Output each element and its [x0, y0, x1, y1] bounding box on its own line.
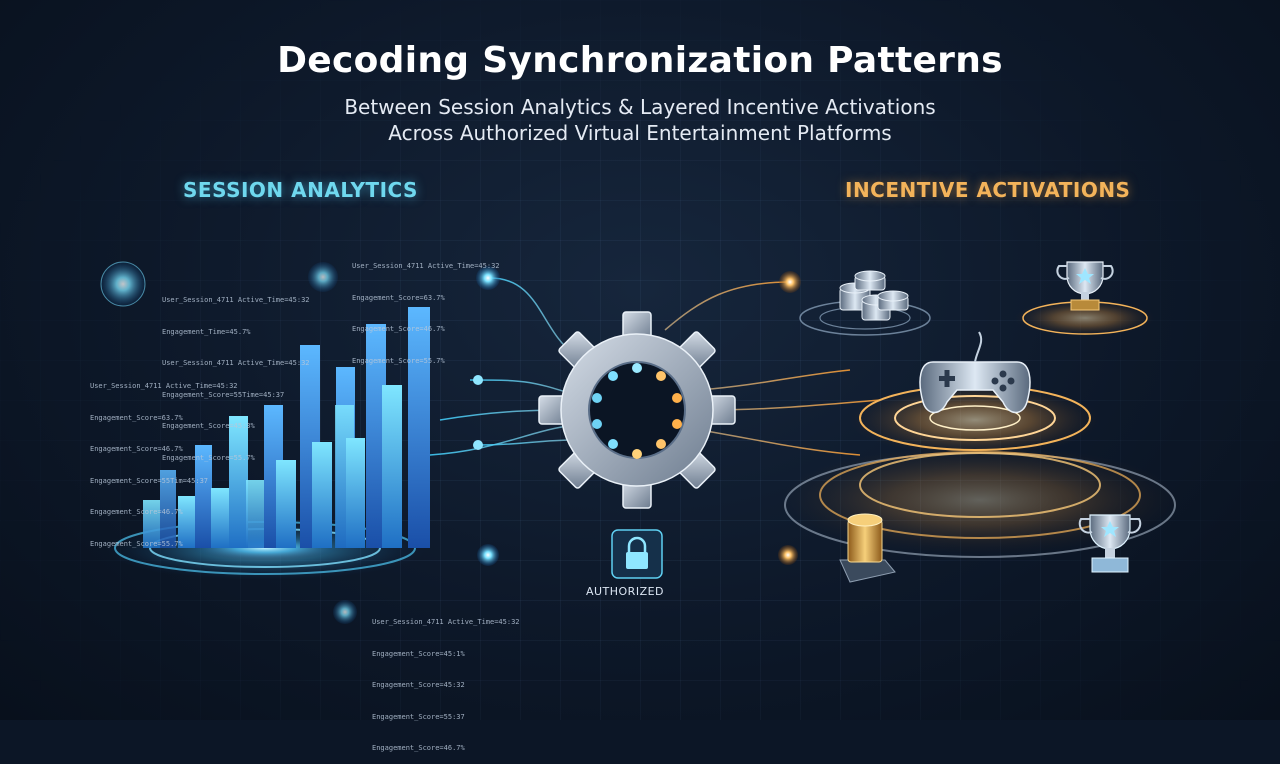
- log-line: User_Session_4711 Active_Time=45:32: [352, 262, 500, 270]
- log-line: Engagement_Score=63.7%: [90, 413, 183, 422]
- log-line: Engagement_Score=55Time=45:37: [162, 390, 285, 399]
- incentive-activations-heading: INCENTIVE ACTIVATIONS: [845, 178, 1131, 202]
- log-block-c: User_Session_4711 Active_Time=45:32 Enga…: [90, 360, 238, 560]
- log-block-a: User_Session_4711 Active_Time=45:32 Enga…: [352, 240, 500, 377]
- page-title: Decoding Synchronization Patterns: [277, 40, 1003, 81]
- analytics-flow-nodes: [473, 266, 500, 566]
- log-line: Engagement_Score=45:3%: [162, 422, 255, 430]
- log-line: User_Session_4711 Active_Time=45:32: [162, 296, 310, 304]
- log-block-b: User_Session_4711 Active_Time=45:32 Enga…: [162, 274, 310, 474]
- sync-gear-icon: [538, 311, 736, 509]
- incentive-flow-nodes: [778, 271, 801, 565]
- game-controller-icon: [919, 331, 1031, 414]
- log-line: Engagement_Time=45.7%: [162, 327, 251, 336]
- coin-stack-icon: [839, 270, 909, 321]
- log-line: Engagement_Score=55:37: [372, 712, 465, 721]
- log-line: Engagement_Score=46.7%: [90, 445, 183, 453]
- log-line: Engagement_Score=63.7%: [352, 293, 445, 302]
- log-line: Engagement_Score=46.7%: [90, 508, 183, 516]
- log-line: Engagement_Score=45:32: [372, 681, 465, 689]
- authorized-label: AUTHORIZED: [585, 585, 665, 598]
- log-line: Engagement_Score=46.7%: [352, 325, 445, 333]
- incentive-flow-lines: [660, 281, 881, 556]
- log-line: User_Session_4711 Active_Time=45:32: [162, 359, 310, 367]
- log-line: Engagement_Score=55.7%: [162, 453, 255, 462]
- page-subtitle: Between Session Analytics & Layered Ince…: [0, 94, 1280, 146]
- log-line: Engagement_Score=45:1%: [372, 649, 465, 658]
- session-analytics-heading: SESSION ANALYTICS: [183, 178, 418, 202]
- log-line: Engagement_Score=55Tim=45:37: [90, 476, 209, 485]
- log-line: User_Session_4711 Active_Time=45:32: [372, 618, 520, 626]
- log-line: User_Session_4711 Active_Time=45:32: [90, 382, 238, 390]
- subtitle-line-1: Between Session Analytics & Layered Ince…: [344, 95, 936, 119]
- log-line: Engagement_Score=55.7%: [90, 539, 183, 548]
- diagram-canvas: [100, 261, 1180, 624]
- log-line: Engagement_Score=46.7%: [372, 744, 465, 752]
- lock-icon: [611, 529, 663, 579]
- session-bar-chart: [143, 307, 430, 548]
- trophy-bottom-icon: [1078, 514, 1142, 573]
- log-line: Engagement_Score=55.7%: [352, 356, 445, 365]
- data-orb-icons: [100, 261, 357, 624]
- trophy-icon: [1056, 261, 1114, 311]
- gold-coin-stack-icon: [839, 513, 896, 583]
- subtitle-line-2: Across Authorized Virtual Entertainment …: [388, 121, 892, 145]
- log-block-d: User_Session_4711 Active_Time=45:32 Enga…: [372, 596, 520, 764]
